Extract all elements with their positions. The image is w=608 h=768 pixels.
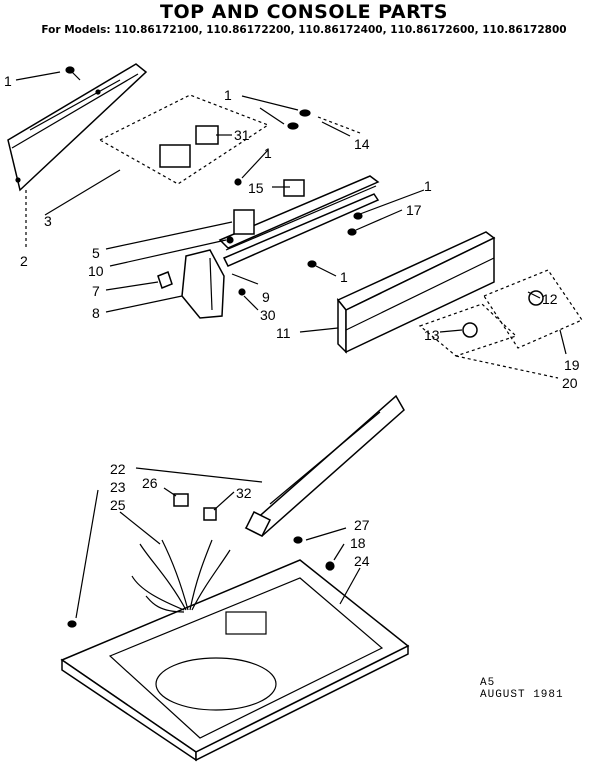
part-7-clip xyxy=(157,271,173,289)
revision-stamp: A5 AUGUST 1981 xyxy=(480,677,564,701)
part-5-switch xyxy=(233,209,255,235)
part-10-screw xyxy=(226,236,234,244)
model-numbers: For Models: 110.86172100, 110.86172200, … xyxy=(41,24,567,36)
part-24-top-panel xyxy=(60,559,410,762)
callout-1-right: 1 xyxy=(424,178,432,194)
part-30-screw xyxy=(238,288,246,296)
stamp-date: AUGUST 1981 xyxy=(480,689,564,701)
callout-27: 27 xyxy=(354,517,370,533)
callout-31: 31 xyxy=(234,127,250,143)
callout-14: 14 xyxy=(354,136,370,152)
callout-10: 10 xyxy=(88,263,104,279)
callout-18: 18 xyxy=(350,535,366,551)
part-25-wire-harness xyxy=(131,539,231,613)
part-27-screw xyxy=(293,536,303,544)
part-14-screws xyxy=(287,109,361,134)
callout-labels: 1 1 14 31 1 15 3 2 1 17 5 10 7 8 1 9 30 … xyxy=(4,73,580,569)
part-19-knob-assembly xyxy=(483,269,583,349)
part-1-screw-topleft xyxy=(65,66,81,81)
callout-1-top: 1 xyxy=(224,87,232,103)
part-11-console-panel xyxy=(336,231,496,354)
callout-5: 5 xyxy=(92,245,100,261)
callout-3: 3 xyxy=(44,213,52,229)
part-32-bracket xyxy=(203,507,217,521)
console-support-rails xyxy=(218,175,380,268)
callout-2: 2 xyxy=(20,253,28,269)
callout-22: 22 xyxy=(110,461,126,477)
callout-1-mid: 1 xyxy=(264,145,272,161)
diagram-title: TOP AND CONSOLE PARTS xyxy=(160,1,448,23)
part-23-screw xyxy=(67,620,77,628)
callout-32: 32 xyxy=(236,485,252,501)
callout-15: 15 xyxy=(248,180,264,196)
callout-26: 26 xyxy=(142,475,158,491)
callout-11: 11 xyxy=(276,325,291,341)
callout-7: 7 xyxy=(92,283,100,299)
callout-30: 30 xyxy=(260,307,276,323)
part-26-bracket xyxy=(173,493,189,507)
leader-lines xyxy=(15,71,567,619)
part-18-nut xyxy=(325,561,335,571)
callout-20: 20 xyxy=(562,375,578,391)
callout-17: 17 xyxy=(406,202,422,218)
callout-23: 23 xyxy=(110,479,126,495)
callout-19: 19 xyxy=(564,357,580,373)
callout-25: 25 xyxy=(110,497,126,513)
callout-1-lower: 1 xyxy=(340,269,348,285)
part-20-knob-assembly xyxy=(418,303,518,357)
stamp-code: A5 xyxy=(480,677,495,689)
part-8-housing xyxy=(181,249,225,319)
callout-1-topleft: 1 xyxy=(4,73,12,89)
callout-12: 12 xyxy=(542,291,558,307)
callout-24: 24 xyxy=(354,553,370,569)
part-22-support-channel xyxy=(244,394,405,538)
callout-8: 8 xyxy=(92,305,100,321)
part-2-side-trim xyxy=(7,63,148,192)
callout-13: 13 xyxy=(424,327,440,343)
callout-9: 9 xyxy=(262,289,270,305)
part-15-bracket xyxy=(283,179,305,197)
